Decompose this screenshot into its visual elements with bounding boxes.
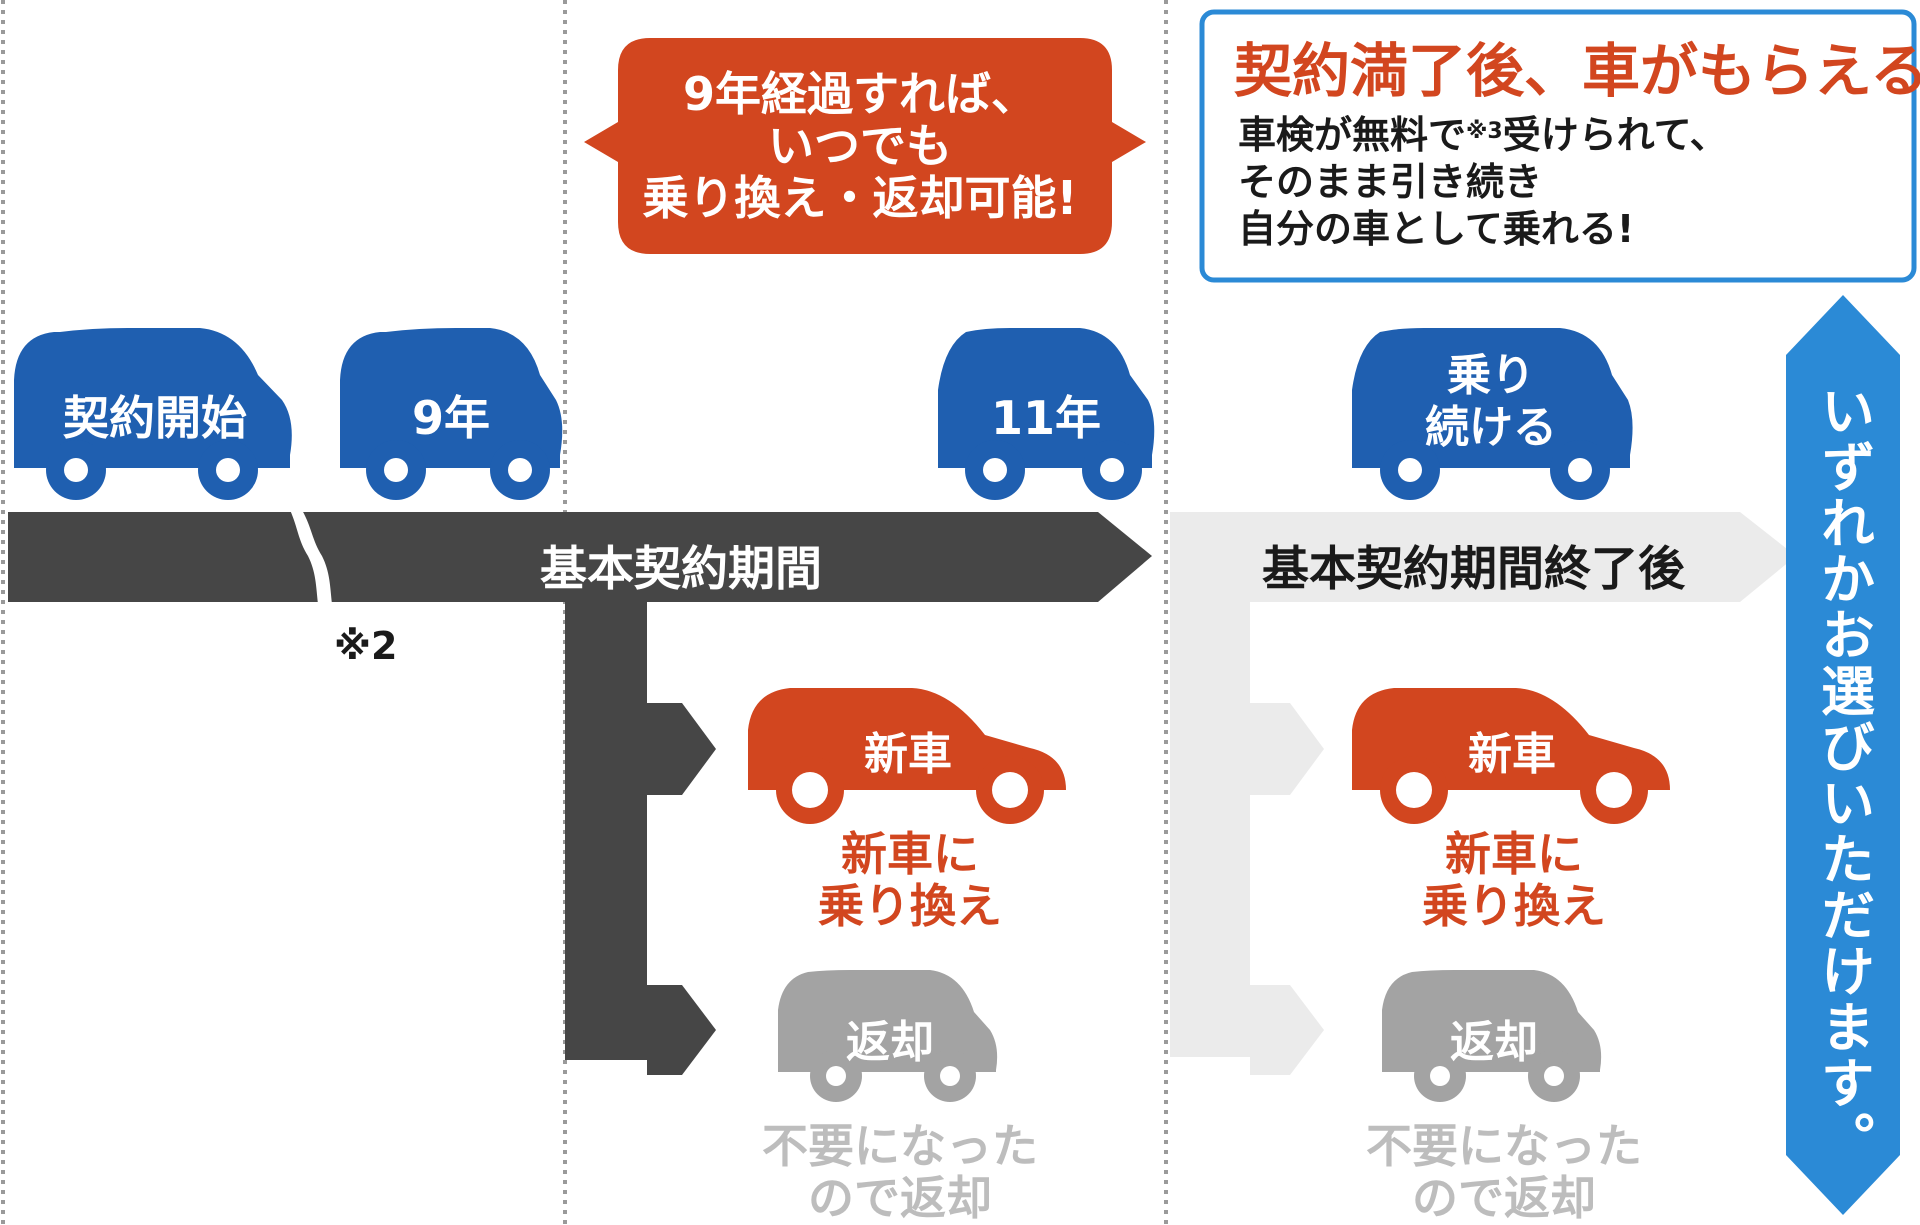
return-badge-left: 返却 [846,1017,934,1068]
right-branch-arrow-newcar [1250,703,1324,795]
new-car-icon-left [748,688,1066,824]
callout-left-text: 9年経過すれば、 いつでも 乗り換え・返却可能! [610,38,1110,253]
new-car-badge-left: 新車 [864,729,952,780]
callout-left-line1: 9年経過すれば、 [682,66,1037,121]
callout-left-bubble [584,38,1146,254]
callout-left-line3: 乗り換え・返却可能! [642,170,1078,225]
callout-right-line1-pre: 車検が無料で [1238,113,1467,157]
side-double-arrow [1786,295,1900,1215]
footnote-2-marker: ※2 [334,624,398,668]
after-contract-bar [1170,512,1796,602]
milestone-keep-driving-label: 乗り 続ける [1366,350,1616,454]
milestone-year9-label: 9年 [411,391,490,445]
right-branch-trunk [1170,602,1250,1057]
milestone-keep-driving-line2: 続ける [1425,402,1557,453]
callout-right-line1: 車検が無料で※3受けられて、 [1238,112,1898,159]
bar-gap-marker [290,510,332,604]
callout-right-line3: 自分の車として乗れる! [1238,207,1635,251]
callout-right-body: 車検が無料で※3受けられて、 そのまま引き続き 自分の車として乗れる! [1238,112,1898,253]
return-caption-left-line2: ので返却 [808,1171,992,1225]
left-branch-trunk [565,602,647,1057]
milestone-contract-start-label: 契約開始 [63,391,247,445]
return-caption-right-line2: ので返却 [1412,1171,1596,1225]
footnote-3-marker: ※3 [1466,119,1503,144]
choose-either-label: いずれかお選びいただけます。 [1811,383,1875,1167]
basic-contract-bar [8,512,1152,602]
new-car-caption-right: 新車に 乗り換え [1384,828,1644,932]
new-car-caption-right-line2: 乗り換え [1422,879,1606,933]
return-badge-right: 返却 [1450,1017,1538,1068]
milestone-year11-label: 11年 [990,391,1101,445]
callout-right-line2: そのまま引き続き [1238,160,1543,204]
milestone-keep-driving-line1: 乗り [1447,350,1535,401]
callout-left-line2: いつでも [768,118,952,173]
left-branch-arrow-return [647,985,716,1075]
callout-right-line1-post: 受けられて、 [1502,113,1728,157]
new-car-caption-left: 新車に 乗り換え [780,828,1040,932]
new-car-caption-right-line1: 新車に [1445,827,1583,881]
right-branch-arrow-return [1250,985,1324,1075]
return-caption-left-line1: 不要になった [762,1119,1038,1173]
car-contract-start [14,328,292,500]
car-year11 [938,328,1155,500]
left-branch-arrow-newcar [647,703,716,795]
return-caption-right: 不要になった ので返却 [1344,1120,1664,1224]
return-caption-right-line1: 不要になった [1366,1119,1642,1173]
car-year9 [340,328,563,500]
return-car-icon-left [778,970,998,1102]
return-car-icon-right [1382,970,1602,1102]
basic-contract-period-label: 基本契約期間 [540,542,822,597]
new-car-caption-left-line2: 乗り換え [818,879,1002,933]
car-keep-driving [1352,328,1633,500]
after-contract-period-label: 基本契約期間終了後 [1262,542,1685,597]
return-caption-left: 不要になった ので返却 [740,1120,1060,1224]
new-car-caption-left-line1: 新車に [841,827,979,881]
callout-right-title: 契約満了後、車がもらえる! [1234,37,1920,105]
new-car-icon-right [1352,688,1670,824]
callout-right-box [1199,9,1917,283]
new-car-badge-right: 新車 [1468,729,1556,780]
